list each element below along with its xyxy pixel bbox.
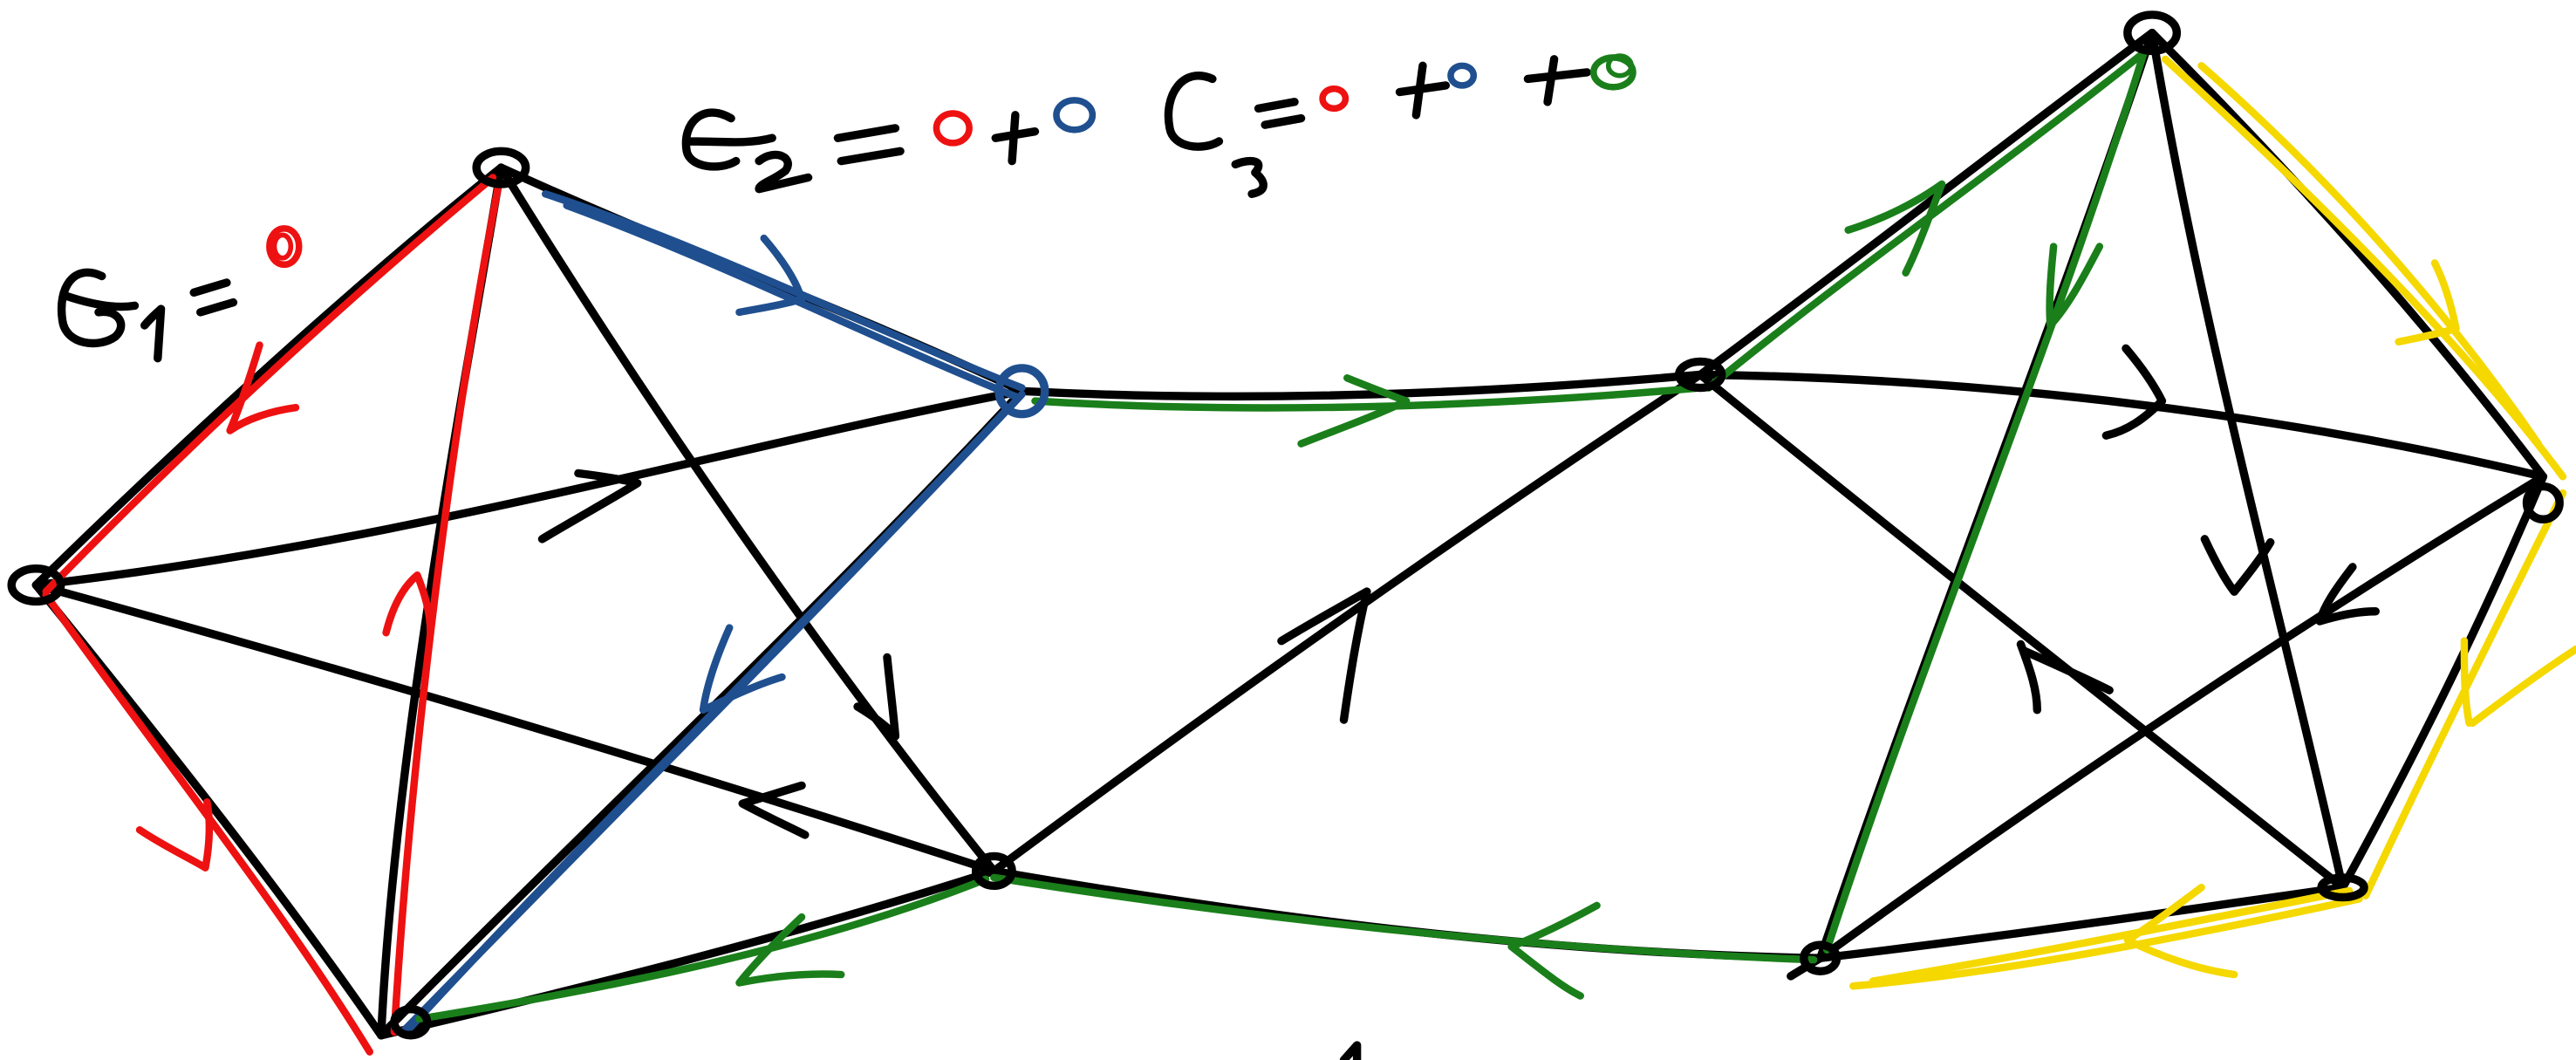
legend-g3-plus-1 [1395, 61, 1451, 120]
edge-a-d [31, 386, 1027, 590]
vertex-i [2522, 482, 2564, 523]
arrow-a-d [537, 468, 642, 544]
edge-f-h [1696, 28, 2156, 380]
green-arrow-fd [1297, 374, 1411, 448]
legend-g2-red-swatch [933, 110, 973, 147]
green-e-g [990, 873, 1818, 964]
edge-h-j [2148, 28, 2347, 892]
red-cycle [42, 174, 502, 1056]
green-c-e [415, 875, 990, 1023]
vertex-d [994, 364, 1049, 419]
legend-g3-red-swatch [1319, 85, 1349, 113]
green-arrow-ce [735, 913, 845, 987]
edge-g-i [1815, 472, 2548, 962]
green-arrow-gh [2046, 243, 2104, 330]
yellow-arrow-ij [2460, 637, 2576, 728]
edge-c-e [377, 866, 999, 1040]
yellow-j-g [1849, 895, 2363, 990]
legend-g3-sigma [1164, 72, 1224, 151]
vertex-h [2123, 10, 2182, 56]
yellow-h-i-2 [2197, 62, 2542, 448]
yellow-cycle [1849, 55, 2576, 990]
green-h-f [1705, 49, 2148, 392]
red-a-b [42, 174, 497, 596]
edge-d-f [1017, 370, 1705, 401]
blue-arrow-bd [735, 234, 806, 317]
vertex-f [1675, 357, 1726, 393]
arrow-f-i [2101, 344, 2167, 440]
green-arrow-eg [1507, 901, 1601, 1000]
vertices [7, 10, 2564, 1040]
legend-g1-sigma [57, 268, 140, 348]
arrow-f-j [2016, 639, 2114, 715]
blue-cycle [399, 190, 1026, 1036]
green-arrow-hf [1844, 180, 1946, 277]
edge-a-e [31, 580, 999, 876]
edge-e-f [989, 370, 1705, 876]
red-arrow-ab [226, 341, 300, 434]
legend-g2-sigma [681, 108, 776, 171]
yellow-j-g-2 [1869, 886, 2354, 985]
edge-f-j [1696, 370, 2347, 892]
arrow-a-e [738, 781, 810, 839]
legend [57, 53, 1636, 363]
legend-g1-equals [189, 278, 238, 317]
edge-h-i [2148, 28, 2548, 481]
legend-g2-blue-swatch [1053, 97, 1097, 133]
legend-g2-equals [833, 124, 905, 166]
blue-b-d [542, 190, 1026, 392]
legend-g1-red-swatch [266, 225, 303, 269]
legend-g2-subscript [755, 150, 813, 194]
black-edges [31, 28, 2548, 1040]
edge-g-j [1815, 883, 2347, 962]
vertex-g [1800, 940, 1841, 975]
vertex-a [7, 564, 65, 606]
blue-d-c-2 [407, 407, 1009, 1031]
legend-g2-plus [991, 111, 1040, 166]
edge-e-g [989, 866, 1825, 962]
black-arrows [537, 344, 2380, 839]
legend-g2 [681, 97, 1097, 194]
green-g-h [1822, 49, 2148, 954]
edge-i-j [2338, 472, 2548, 892]
blue-b-d-2 [563, 202, 1022, 402]
vertex-b [472, 147, 530, 188]
yellow-arrow-hi [2395, 259, 2460, 346]
arrow-g-i [2315, 563, 2380, 626]
red-arrow-bc [382, 571, 434, 637]
legend-g3-subscript [1231, 156, 1268, 198]
edge-f-i [1696, 370, 2548, 481]
blue-arrow-dc [699, 624, 786, 715]
edge-b-e [496, 163, 999, 876]
red-arrow-ac [135, 798, 214, 872]
legend-g3-plus-2 [1523, 55, 1591, 106]
yellow-arrow-jg [2123, 883, 2238, 979]
legend-g3-green-swatch-2 [1605, 53, 1634, 79]
legend-g3-blue-swatch [1447, 62, 1478, 89]
green-cycle [415, 49, 2148, 1023]
vertex-e [971, 851, 1016, 891]
vertex-j [2317, 873, 2368, 902]
green-f-d [1031, 384, 1705, 412]
legend-g1-red-swatch-2 [271, 232, 294, 261]
legend-g1-subscript [140, 304, 166, 363]
legend-g1 [57, 225, 303, 363]
arrow-e-f [1277, 587, 1371, 724]
vertex-c [390, 1004, 432, 1040]
arrow-h-j [2200, 535, 2275, 596]
red-b-c [390, 185, 502, 1036]
bottom-edge-mark [1339, 1041, 1362, 1060]
arrow-b-e [853, 653, 900, 741]
legend-g3-equals [1254, 98, 1306, 129]
legend-g3 [1164, 53, 1636, 198]
